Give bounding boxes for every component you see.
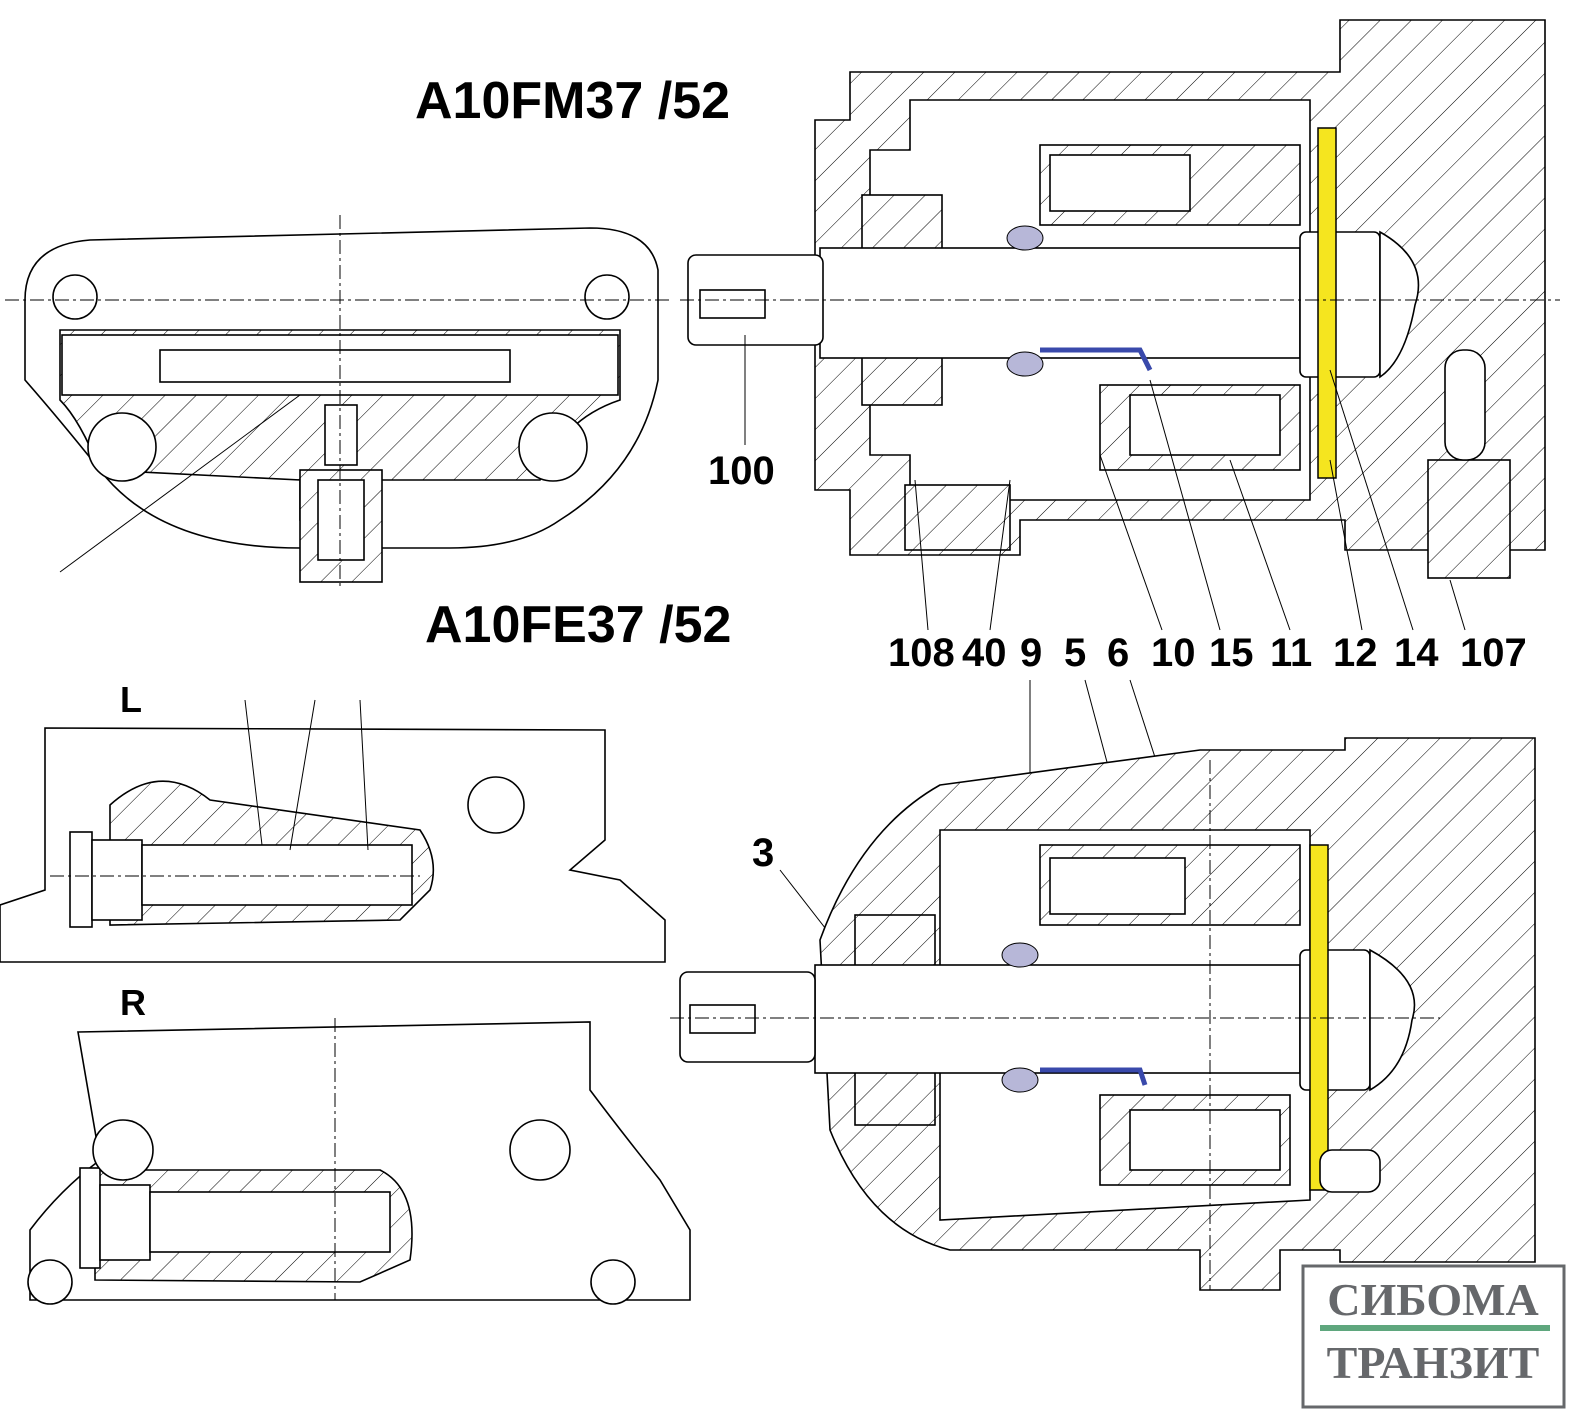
a10fe-section-view [670,737,1536,1291]
part-number: 11 [1270,631,1312,675]
logo-bar [1320,1325,1550,1331]
valve-view-l [0,699,666,963]
part-number: 5 [1064,631,1086,675]
part-number: 15 [1209,631,1254,675]
callout-100: 100 [708,449,775,493]
part-number-row: 108 40 9 5 6 10 15 11 12 14 107 [888,369,1527,961]
part-number: 40 [962,631,1007,675]
seal [1040,347,1153,372]
title-a10fe: A10FE37 /52 [425,596,731,654]
valve-view-r [27,1018,691,1305]
label-l: L [120,679,142,720]
label-r: R [120,982,146,1023]
logo-line1: СИБОМА [1327,1274,1539,1325]
part-number: 107 [1460,631,1527,675]
part-number: 10 [1151,631,1196,675]
valve-plate [1317,127,1337,479]
part-number: 12 [1333,631,1378,675]
part-number: 108 [888,631,955,675]
company-logo: СИБОМА ТРАНЗИТ [1301,1264,1566,1409]
title-a10fm: A10FM37 /52 [415,72,730,130]
part-number: 6 [1107,631,1129,675]
a10fm-top-view [5,215,670,590]
part-number: 14 [1394,631,1439,675]
part-number: 9 [1020,631,1042,675]
a10fm-section-view [680,19,1560,579]
seal [1040,1067,1148,1086]
logo-line2: ТРАНЗИТ [1327,1337,1540,1388]
callout-3: 3 [752,831,774,875]
